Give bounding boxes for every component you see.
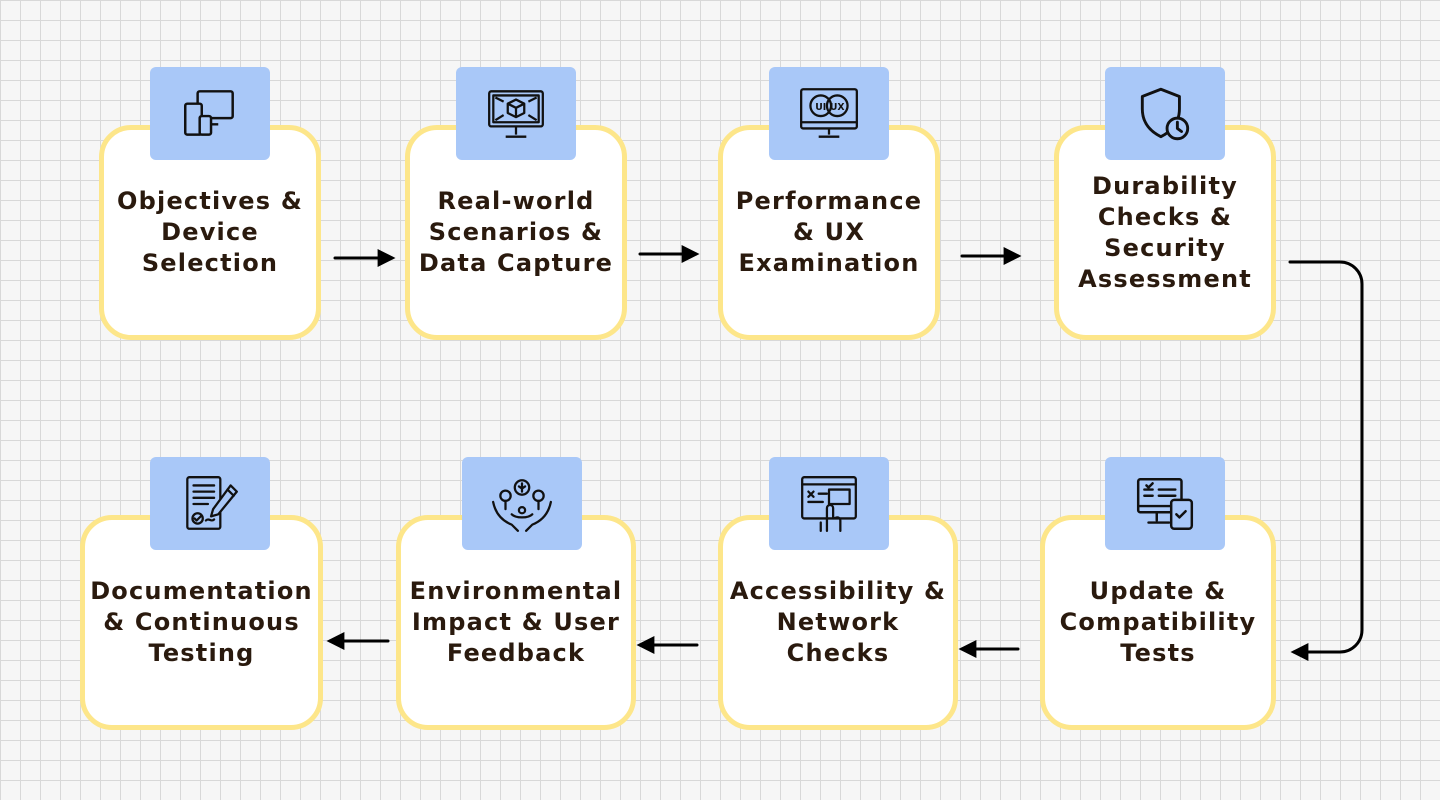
hand-click-screen-icon [801,475,857,532]
step-label: Objectives & Device Selection [117,187,303,277]
arrow-4-to-5 [1288,260,1364,661]
ui-ux-monitor-icon: UI UX [800,87,858,138]
shield-clock-icon [1140,87,1190,140]
eco-hands-icon [491,478,553,532]
step-icon-box-7 [462,457,582,550]
step-card-8: Documentation & Continuous Testing [80,515,323,730]
step-icon-box-3: UI UX [769,67,889,160]
step-icon-box-8 [150,457,270,550]
step-icon-box-4 [1105,67,1225,160]
step-icon-box-5 [1105,457,1225,550]
document-pen-icon [186,475,238,530]
step-label: Durability Checks & Security Assessment [1078,171,1252,293]
monitor-phone-check-icon [1136,477,1194,530]
3d-monitor-icon [488,89,544,138]
step-label: Environmental Impact & User Feedback [409,577,623,667]
svg-text:UX: UX [830,101,845,112]
step-label: Real-world Scenarios & Data Capture [418,187,614,277]
step-card-1: Objectives & Device Selection [99,125,321,340]
step-label: Documentation & Continuous Testing [90,577,313,667]
step-label: Performance & UX Examination [735,187,923,277]
step-card-4: Durability Checks & Security Assessment [1054,125,1276,340]
svg-text:UI: UI [815,101,826,112]
step-card-6: Accessibility & Network Checks [718,515,958,730]
step-card-3: Performance & UX Examination [718,125,940,340]
step-card-5: Update & Compatibility Tests [1040,515,1276,730]
step-label: Update & Compatibility Tests [1059,577,1257,667]
step-icon-box-2 [456,67,576,160]
step-label: Accessibility & Network Checks [729,577,947,667]
step-icon-box-6 [769,457,889,550]
devices-icon [184,89,234,136]
step-icon-box-1 [150,67,270,160]
